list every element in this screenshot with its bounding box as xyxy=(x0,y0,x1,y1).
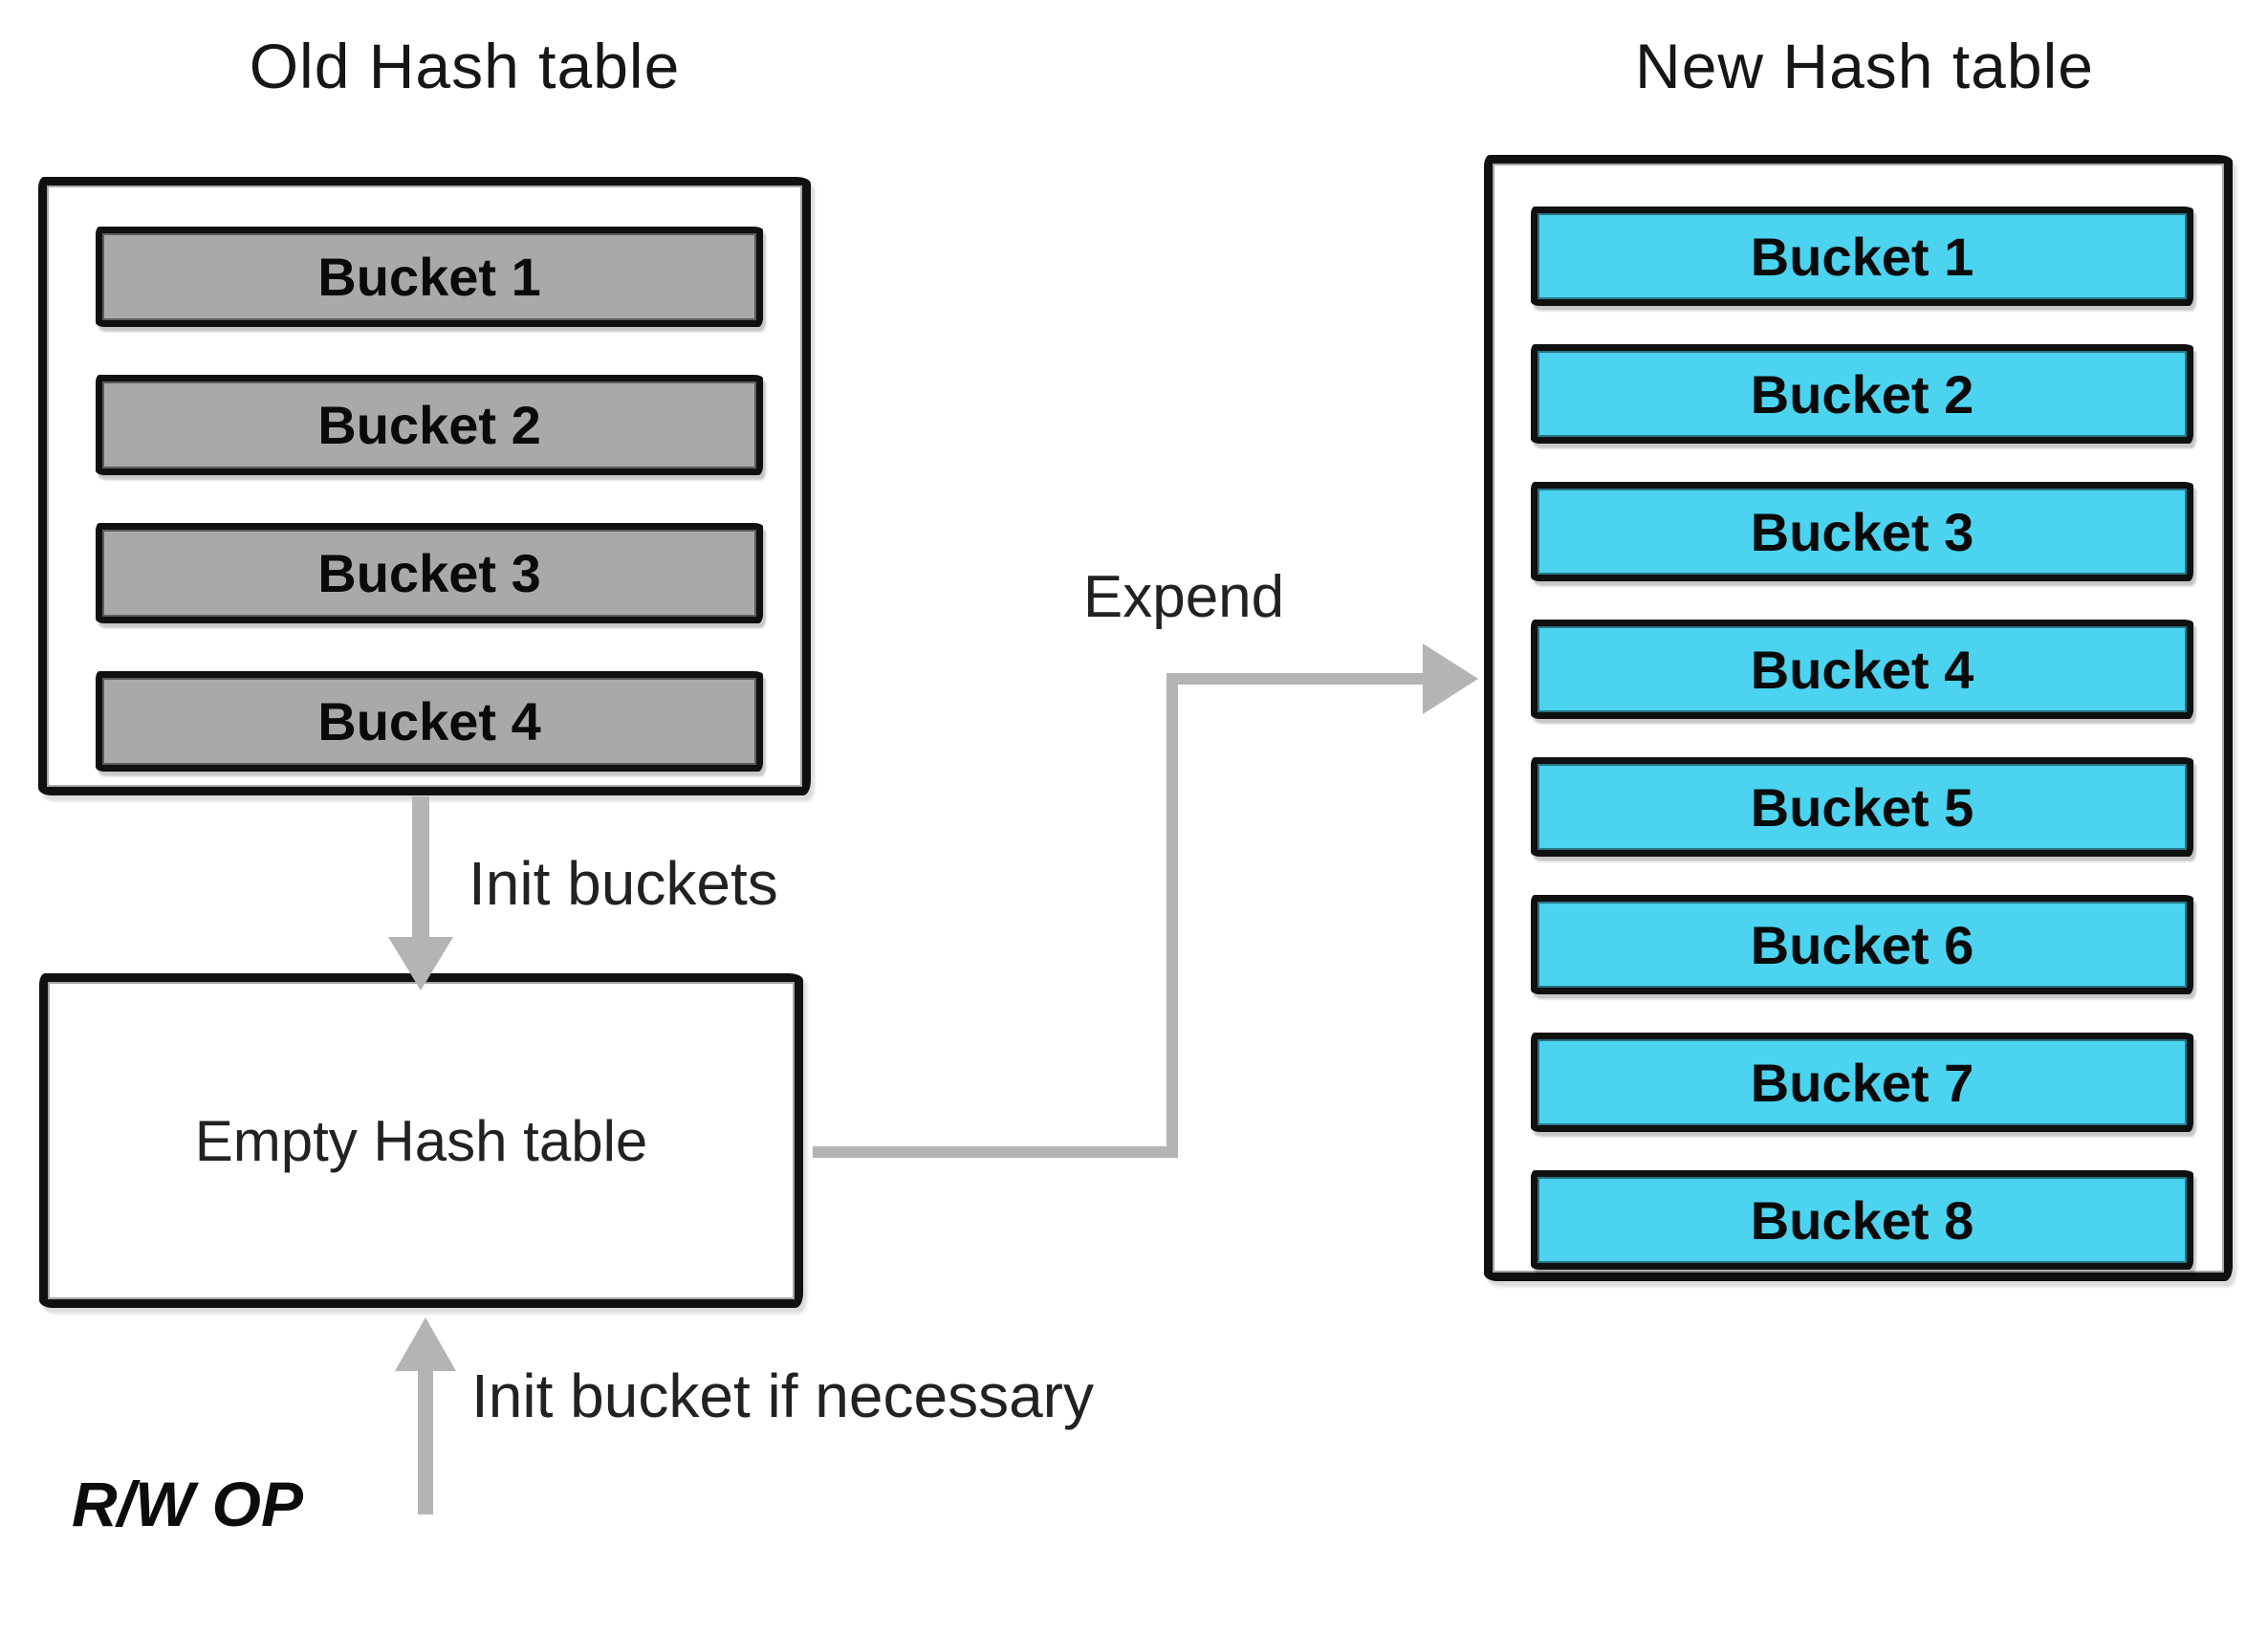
old-bucket: Bucket 4 xyxy=(96,671,763,772)
old-bucket-label: Bucket 1 xyxy=(317,247,541,307)
old-bucket-label: Bucket 3 xyxy=(317,543,541,603)
new-bucket-label: Bucket 5 xyxy=(1750,776,1974,838)
new-bucket: Bucket 4 xyxy=(1531,620,2193,719)
expend-arrow-top-segment xyxy=(1178,673,1423,685)
old-bucket: Bucket 1 xyxy=(96,227,763,327)
new-bucket: Bucket 2 xyxy=(1531,344,2193,444)
old-bucket-list: Bucket 1 Bucket 2 Bucket 3 Bucket 4 xyxy=(96,227,763,772)
empty-hash-table-label: Empty Hash table xyxy=(194,1108,648,1173)
old-bucket-label: Bucket 2 xyxy=(317,395,541,455)
new-bucket-label: Bucket 4 xyxy=(1750,639,1974,700)
old-hash-table-title: Old Hash table xyxy=(249,31,681,101)
new-bucket-list: Bucket 1 Bucket 2 Bucket 3 Bucket 4 Buck… xyxy=(1531,207,2193,1270)
new-bucket: Bucket 6 xyxy=(1531,895,2193,994)
empty-hash-table-box: Empty Hash table xyxy=(39,973,803,1308)
expend-arrow-bottom-segment xyxy=(813,1146,1178,1158)
new-bucket-label: Bucket 7 xyxy=(1750,1052,1974,1113)
new-bucket-label: Bucket 2 xyxy=(1750,363,1974,425)
new-bucket-label: Bucket 8 xyxy=(1750,1189,1974,1251)
new-bucket-label: Bucket 1 xyxy=(1750,226,1974,287)
init-buckets-arrow-head-icon xyxy=(388,937,453,991)
new-hash-table-title: New Hash table xyxy=(1635,31,2094,101)
init-buckets-label: Init buckets xyxy=(469,849,778,918)
expend-label: Expend xyxy=(1082,564,1285,630)
old-bucket: Bucket 3 xyxy=(96,523,763,623)
rw-op-label: R/W OP xyxy=(72,1469,303,1539)
new-bucket: Bucket 8 xyxy=(1531,1170,2193,1270)
new-bucket: Bucket 1 xyxy=(1531,207,2193,306)
rw-op-arrow-shaft xyxy=(418,1369,433,1514)
new-bucket: Bucket 3 xyxy=(1531,482,2193,581)
expend-arrow-head-icon xyxy=(1423,643,1478,714)
init-buckets-arrow-shaft xyxy=(412,796,429,940)
new-bucket-label: Bucket 3 xyxy=(1750,501,1974,562)
new-bucket: Bucket 5 xyxy=(1531,757,2193,857)
init-bucket-if-necessary-label: Init bucket if necessary xyxy=(471,1361,1094,1430)
new-bucket-label: Bucket 6 xyxy=(1750,914,1974,975)
expend-arrow-vertical-segment xyxy=(1167,673,1178,1158)
new-bucket: Bucket 7 xyxy=(1531,1033,2193,1132)
rw-op-arrow-head-icon xyxy=(395,1317,456,1371)
old-bucket-label: Bucket 4 xyxy=(317,691,541,751)
old-bucket: Bucket 2 xyxy=(96,375,763,475)
